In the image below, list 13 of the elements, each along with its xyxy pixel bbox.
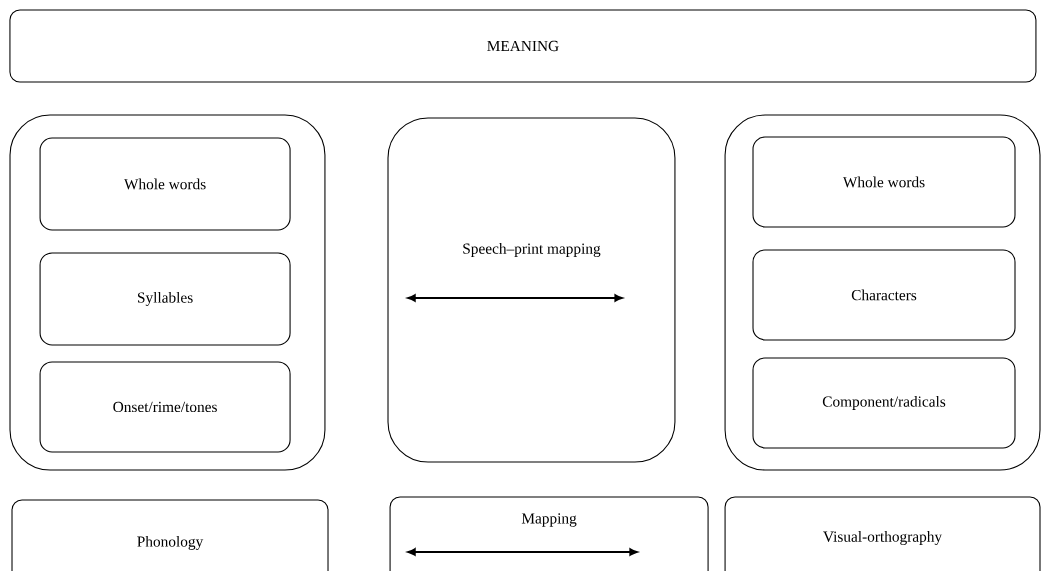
- group-box: [9, 114, 326, 471]
- label-box: Visual-orthography: [724, 496, 1041, 571]
- level-box: Whole words: [39, 137, 291, 231]
- level-box: Characters: [752, 249, 1016, 341]
- mapping-box: Speech–print mapping: [387, 117, 676, 463]
- level-box: Onset/rime/tones: [39, 361, 291, 453]
- level-box: Syllables: [39, 252, 291, 346]
- group-box: [724, 114, 1041, 471]
- label-box: Mapping: [389, 496, 709, 571]
- level-box: Whole words: [752, 136, 1016, 228]
- heading-box: MEANING: [9, 9, 1037, 83]
- level-box: Component/radicals: [752, 357, 1016, 449]
- label-box: Phonology: [11, 499, 329, 571]
